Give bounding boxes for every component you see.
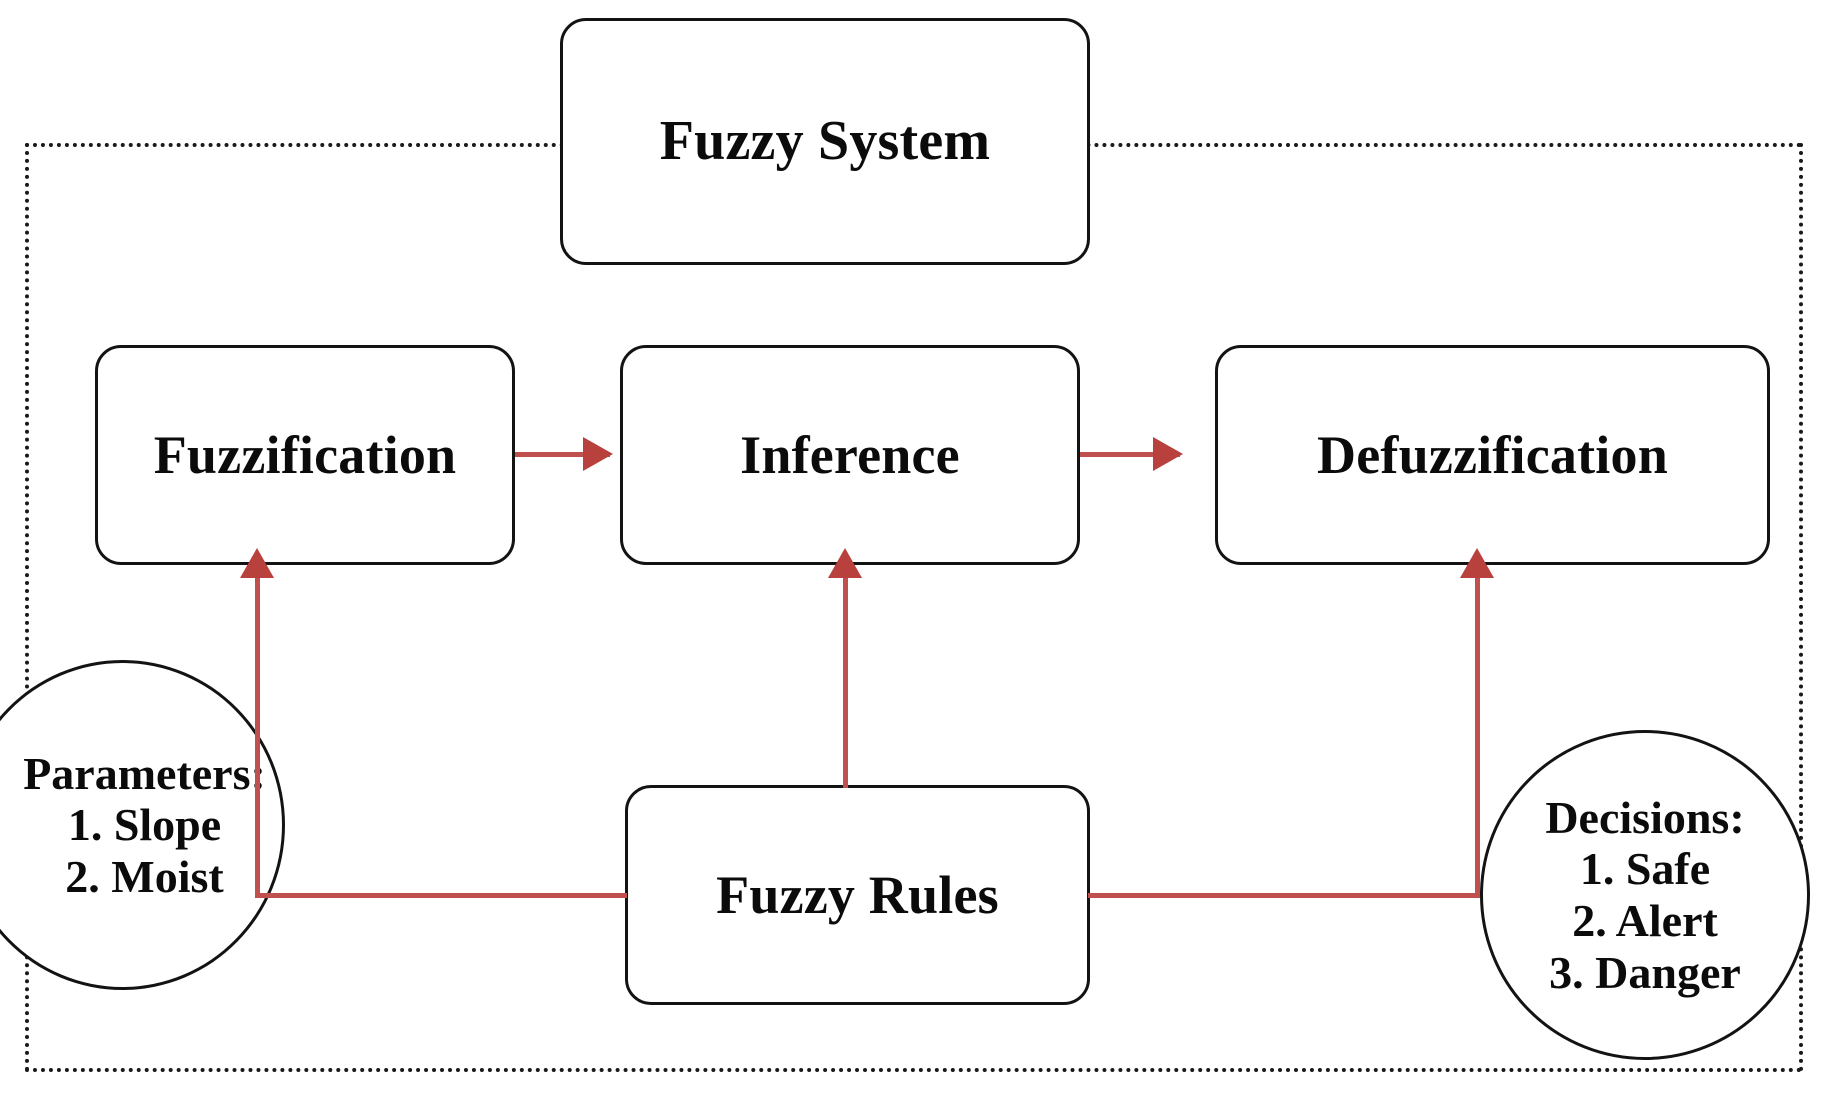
node-decisions[interactable]: Decisions: 1. Safe 2. Alert 3. Danger [1480, 730, 1810, 1060]
connector-rules-to-inference [843, 570, 848, 788]
node-fuzzy-rules[interactable]: Fuzzy Rules [625, 785, 1090, 1005]
decisions-item-1: 1. Safe [1579, 843, 1711, 895]
decisions-title: Decisions: [1545, 791, 1745, 843]
decisions-item-3: 3. Danger [1549, 946, 1741, 998]
node-defuzzification[interactable]: Defuzzification [1215, 345, 1770, 565]
connector-rules-to-decisions-horizontal [1088, 893, 1480, 898]
arrow-up-icon [828, 548, 862, 578]
arrow-up-icon [240, 548, 274, 578]
connector-inference-to-defuzzification [1080, 452, 1180, 457]
node-fuzzy-system[interactable]: Fuzzy System [560, 18, 1090, 265]
node-fuzzy-rules-label: Fuzzy Rules [716, 864, 999, 925]
node-defuzzification-label: Defuzzification [1317, 424, 1668, 485]
node-fuzzy-system-label: Fuzzy System [659, 110, 991, 173]
parameters-title: Parameters: [23, 747, 266, 799]
arrow-up-icon [1460, 548, 1494, 578]
node-fuzzification[interactable]: Fuzzification [95, 345, 515, 565]
node-parameters[interactable]: Parameters: 1. Slope 2. Moist [0, 660, 285, 990]
connector-fuzzification-to-inference [515, 452, 610, 457]
node-inference-label: Inference [740, 424, 960, 485]
arrow-right-icon [583, 437, 613, 471]
parameters-item-2: 2. Moist [65, 850, 224, 902]
connector-parameters-horizontal [255, 893, 627, 898]
parameters-item-1: 1. Slope [67, 799, 222, 851]
node-fuzzification-label: Fuzzification [153, 424, 457, 485]
node-inference[interactable]: Inference [620, 345, 1080, 565]
arrow-right-icon [1153, 437, 1183, 471]
connector-parameters-to-fuzzification [255, 570, 260, 897]
decisions-item-2: 2. Alert [1572, 895, 1718, 946]
connector-to-defuzzification [1475, 570, 1480, 897]
